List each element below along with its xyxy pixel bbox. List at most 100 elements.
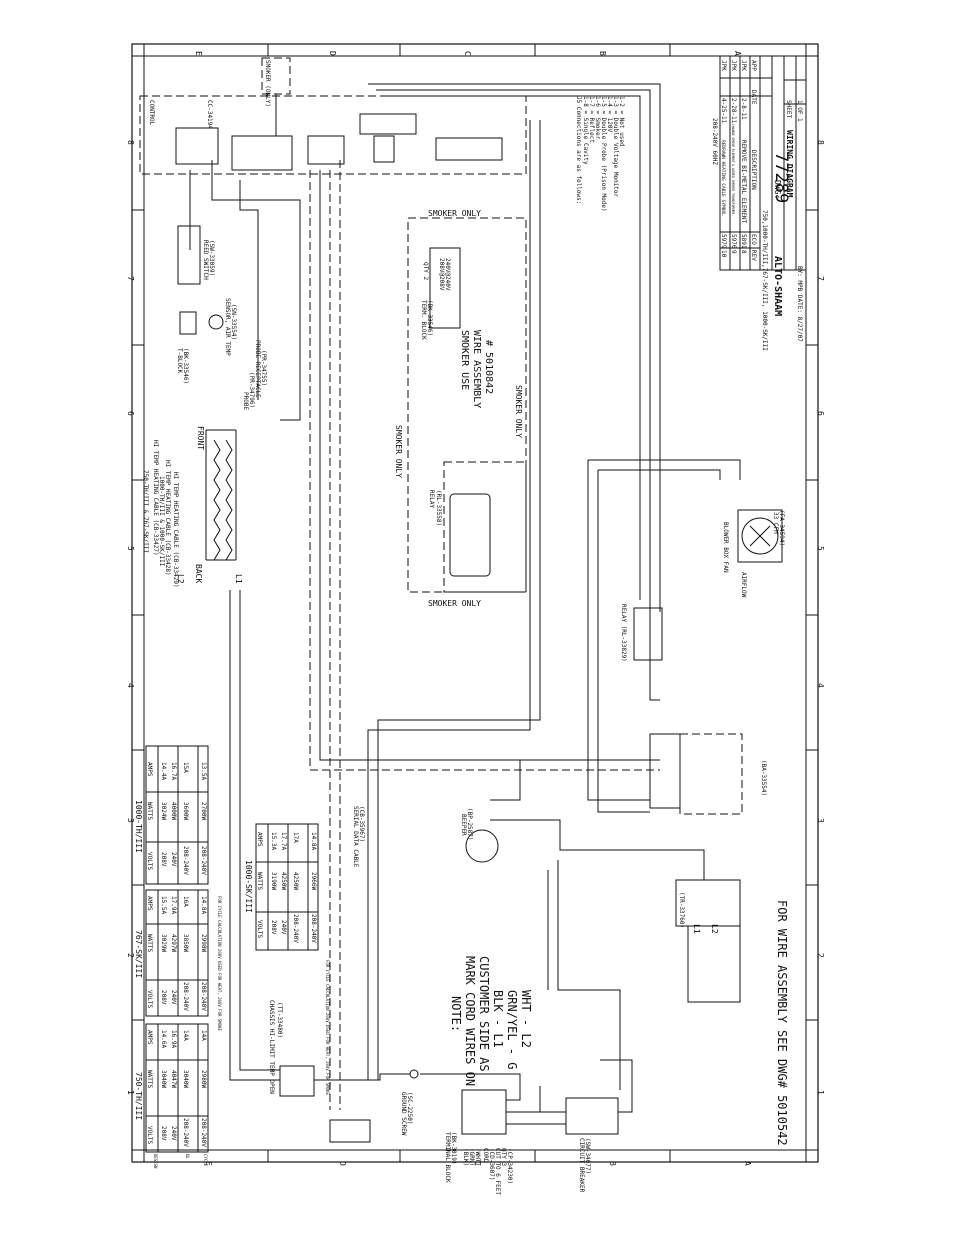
table-cell: 4297W [170, 934, 177, 952]
main-terminal-block: TERMINAL BLOCK (BK-3019) (BLK) (GRN) (WH… [444, 1089, 513, 1195]
title-block: 208-240V 60HZ 10 5979 4-25-11 JPK REDRAW… [711, 55, 807, 351]
heat-cable-model: 750-TH/III & 767-SK/III [142, 470, 149, 553]
j5-line: 1-4 = 120V [606, 96, 613, 133]
breaker-label: CIRCUIT BREAKER [578, 1138, 585, 1193]
blower-part: (FA-34594) [778, 510, 785, 546]
table-cell: 4047W [170, 1070, 177, 1088]
zone-number: 2 [126, 953, 135, 958]
table-cell: 17.7A [280, 832, 287, 850]
heat-cable-label: HI TEMP HEATING CABLE (CB-33427) [152, 440, 159, 556]
smoker-relay [449, 493, 491, 577]
table-header: AMPS [146, 762, 153, 777]
table-cell: 208-240V [200, 982, 207, 1011]
note-line: WHT - L2 [519, 990, 533, 1048]
transformer: (TR-33760) L1 L2 [675, 879, 741, 934]
table-cell: 208-240V [310, 914, 317, 943]
j5-heading: J5 Connections are as follows: [575, 96, 582, 204]
table-cell: 3190W [270, 872, 277, 890]
table-cell: 13.5A [200, 762, 207, 780]
table-cell: 208-240V [182, 982, 189, 1011]
company-logo: ALTO-SHAAM [772, 256, 783, 316]
blower-fan: BLOWER BOX FAN 33 CFM (FA-34594) AIRFLOW [722, 509, 785, 598]
connector-j2 [231, 135, 293, 171]
table-cell: 208-240V [182, 1118, 189, 1147]
control-board: CC-34194 CONTROL [139, 95, 527, 175]
zone-number: 1 [816, 1090, 825, 1095]
terminal-block-label: TERMINAL BLOCK [444, 1132, 451, 1183]
table-cell: 208V [160, 990, 167, 1005]
smoker-use-label: # 5010842 [483, 340, 494, 394]
table-cell: 4000W [170, 802, 177, 820]
zone-numbers-right: 8 7 6 5 4 3 2 1 [816, 140, 825, 1095]
table-cell: 240V [170, 852, 177, 867]
relay-body [633, 607, 663, 661]
thermostat: CHASSIS HI-LIMIT TEMP OPEN (TT-33480) [268, 1000, 315, 1097]
wire-network [189, 83, 741, 1125]
zone-letter: C [473, 1161, 482, 1166]
cord-part2: (CP-34230) [506, 1148, 513, 1184]
note-line: MARK CORD WIRES ON [463, 956, 477, 1086]
probe-label: PROBE [242, 392, 249, 410]
table-header: WATTS [146, 1070, 153, 1088]
main-relay: RELAY (RL-33829) [620, 604, 663, 662]
smoker-only-label: SMOKER ONLY [428, 599, 481, 608]
rev-desc: CHANGE SMOKE ELEMENT & ADDED SMOKER TRAN… [731, 124, 735, 214]
rev-eco: 5976 [730, 234, 737, 249]
terminal-board [679, 733, 743, 815]
beeper: BEEPER (BP-2587) [460, 808, 499, 863]
table-header: VOLTS [146, 990, 153, 1008]
footer-note: FOR WIRE ASSEMBLY SEE DWG# 5010542 [775, 900, 789, 1146]
zone-number: 7 [816, 276, 825, 281]
back-label: BACK [194, 564, 203, 583]
rev-app: JPK [720, 60, 727, 71]
table-cell: 208-240V [292, 914, 299, 943]
term-volts: 208V@208V [438, 258, 445, 291]
smoker-use-label: WIRE ASSEMBLY [471, 330, 482, 408]
table-row-label: DESIGN [153, 1154, 158, 1169]
rev-header: DATE [750, 90, 757, 105]
rev-desc: REMOVE BI-METAL ELEMENT [740, 140, 747, 223]
wire-color: (BLK) [462, 1148, 469, 1166]
table-title: 1000-SK/III [244, 860, 253, 913]
rev-date: 4-25-11 [720, 98, 727, 124]
serial-cable-label: SERIAL DATA CABLE [352, 806, 359, 868]
note-line: GRN/YEL - G [505, 990, 519, 1069]
model-list: 750,1000-TH/III,767-SK/III, 1000-SK/III [761, 210, 768, 351]
table-cell: 17A [292, 832, 299, 843]
table-cell: 4250W [292, 872, 299, 890]
spec-table-750-th: 750-TH/III VOLTS WATTS AMPS 208V 3040W 1… [134, 1023, 209, 1169]
drawing-title: WIRING DIAGRAM [785, 130, 794, 198]
j5-line: 1-2 = Not used [618, 96, 625, 147]
l1-label: L1 [234, 574, 243, 584]
table-cell: 208V [160, 852, 167, 867]
table-cell: 14.8A [310, 832, 317, 850]
table-cell: 3600W [182, 802, 189, 820]
heat-cable-label: HI TEMP HEATING CABLE (CB-33429) [172, 472, 179, 588]
cord-label: CORD [482, 1148, 489, 1163]
rev-eco: 5979 [720, 234, 727, 249]
smoker-only-label: SMOKER ONLY [394, 425, 403, 478]
reed-switch [177, 225, 201, 285]
ground-screw: GROUND SCREW (SC-2250) [400, 1069, 419, 1136]
thermostat-part: (TT-33480) [276, 1002, 283, 1038]
table-cell: 16.9A [170, 1030, 177, 1048]
zone-number: 3 [816, 818, 825, 823]
l2-label: L2 [710, 924, 719, 934]
table-header: AMPS [256, 832, 263, 847]
note-line: CUSTOMER SIDE AS [477, 956, 491, 1072]
zone-letter: A [743, 1161, 752, 1166]
table-cell: 3850W [182, 934, 189, 952]
cord-qty: QTY 3 [500, 1148, 507, 1166]
probe-part: (PR-34796) [248, 372, 255, 408]
term-block-qty: QTY 2 [422, 262, 429, 280]
circuit-breaker: CIRCUIT BREAKER (SW-34077) [565, 1097, 619, 1193]
table-cell: 240V [280, 920, 287, 935]
term-volts: 240V@240V [444, 258, 451, 291]
zone-letter: B [598, 51, 607, 56]
sheet-value: 1 OF 1 [796, 100, 803, 122]
table-cell: 14.6A [160, 1030, 167, 1048]
zone-number: 6 [816, 411, 825, 416]
zone-number-ticks [132, 209, 818, 1021]
rev-number: 10 [720, 250, 727, 258]
j5-line: 1-5 = Double Probe (Prison Mode) [600, 96, 607, 212]
